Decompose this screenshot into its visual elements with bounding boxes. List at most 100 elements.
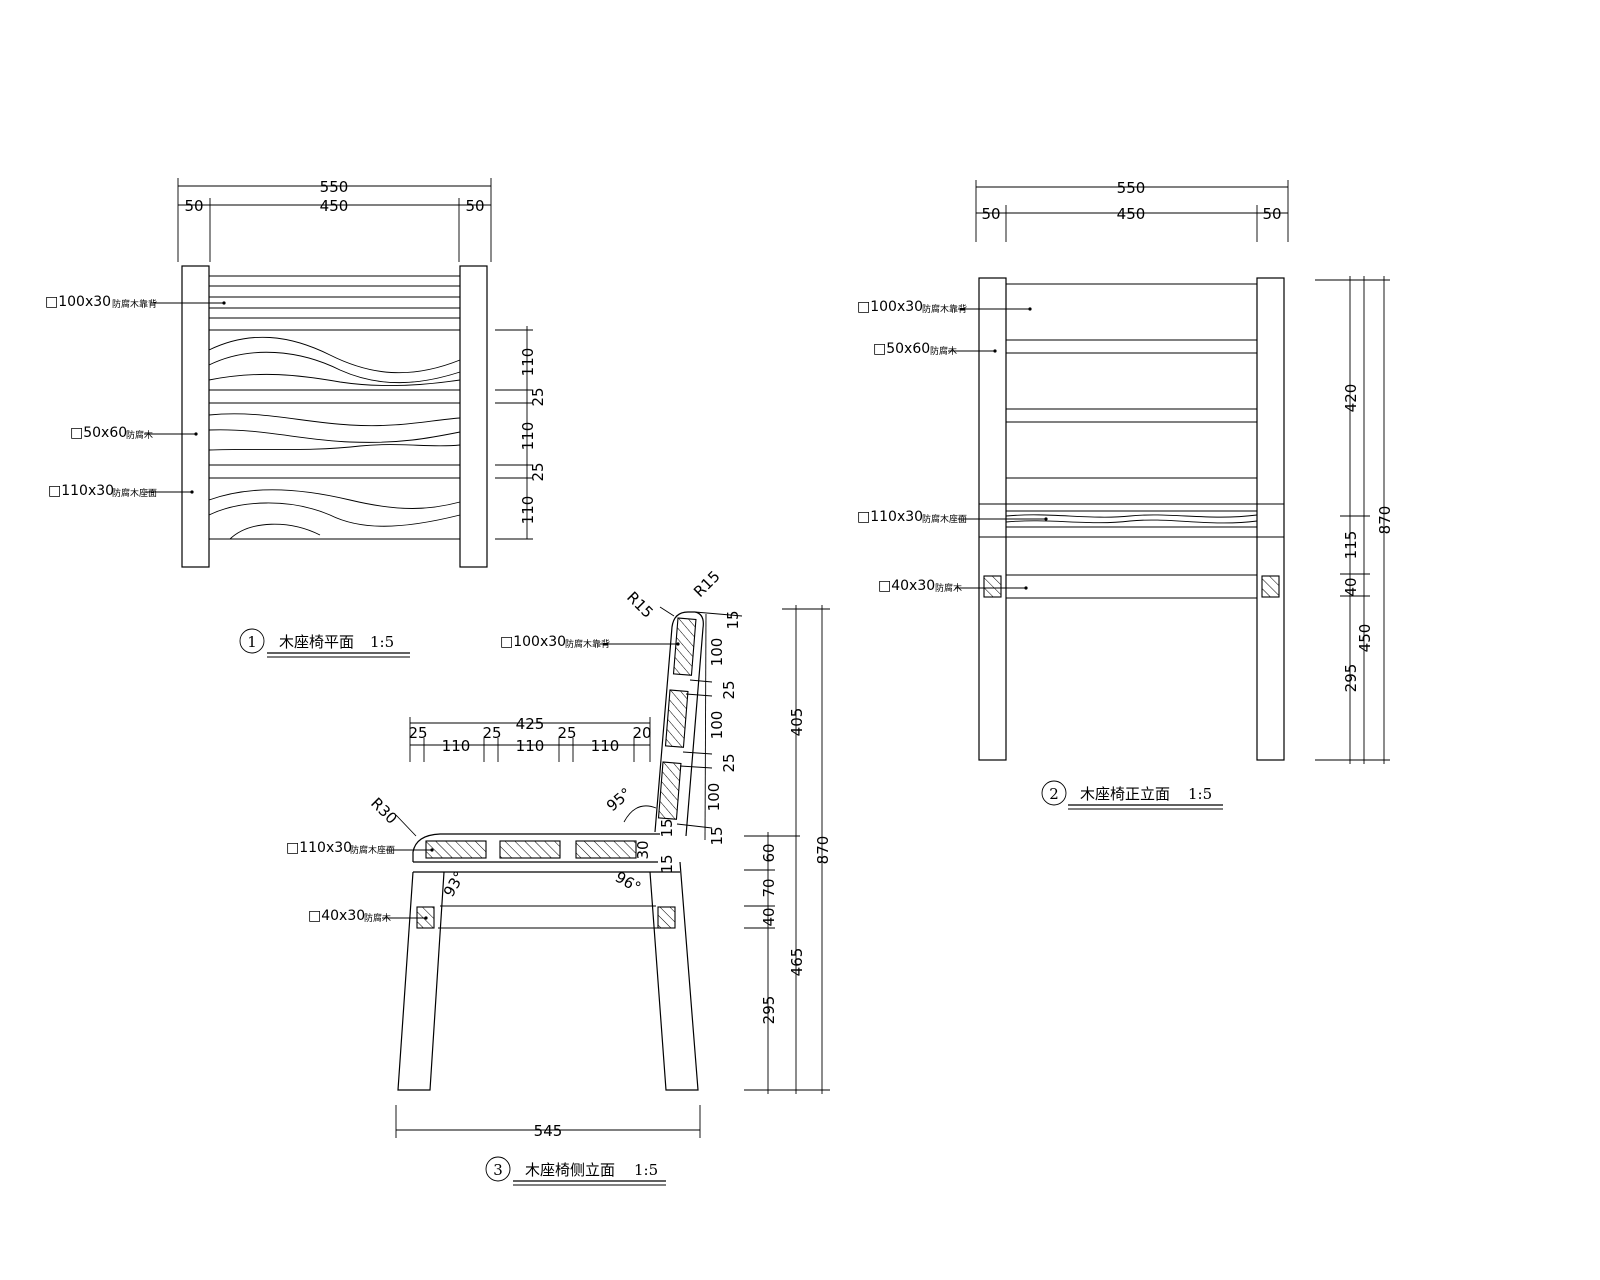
plan-top-dimensions: 550 50 450 50 [177,178,492,262]
plan-seat-slats [208,329,461,540]
plan-dim-r4: 25 [529,462,547,481]
plan-label-frame-sub: 防腐木 [126,429,153,441]
front-seat [979,503,1284,538]
side-small-30: 30 [634,840,652,859]
front-back-slats [1006,283,1257,479]
side-label-back-sub: 防腐木靠背 [565,638,610,650]
side-label-rail-main: □40x30 [308,908,365,924]
side-dim-b6: 100 [705,783,723,812]
side-dim-b1: 15 [724,610,742,629]
front-label-frame-sub: 防腐木 [930,345,957,357]
front-label-back-sub: 防腐木靠背 [922,303,967,315]
side-dim-465: 465 [788,948,806,977]
plan-title-scale: 1:5 [370,633,394,651]
plan-dim-mid: 450 [320,197,349,215]
plan-right-dimensions: 110 25 110 25 110 [495,326,547,540]
front-dim-450: 450 [1356,624,1374,653]
side-label-rail-sub: 防腐木 [364,912,391,924]
plan-dim-r3: 110 [519,422,537,451]
front-dim-420: 420 [1342,384,1360,413]
front-label-rail-sub: 防腐木 [935,582,962,594]
front-dim-left: 50 [981,205,1000,223]
plan-back-slats [209,275,460,319]
side-dim-40: 40 [760,907,778,926]
plan-dim-left: 50 [184,197,203,215]
plan-title: 1 木座椅平面 1:5 [239,628,410,658]
side-small-15a: 15 [658,818,676,837]
side-dim-b2: 100 [708,638,726,667]
plan-view: 550 50 450 50 [45,178,547,658]
plan-dim-r1: 110 [519,348,537,377]
side-rail-right [657,906,676,929]
side-dim-s6: 110 [591,737,620,755]
front-label-seat-sub: 防腐木座面 [922,513,967,525]
side-dim-545: 545 [534,1122,563,1140]
front-label-frame-main: □50x60 [873,341,930,357]
plan-label-seat-main: □110x30 [48,483,114,499]
side-dim-295: 295 [760,996,778,1025]
plan-dim-overall: 550 [320,178,349,196]
side-dim-405: 405 [788,708,806,737]
plan-label-back: □100x30 防腐木靠背 [45,294,226,310]
side-label-rail: □40x30 防腐木 [308,908,428,924]
plan-frame-right [459,265,488,568]
side-dim-425: 425 [516,715,545,733]
side-backrest [654,611,704,837]
side-title: 3 木座椅侧立面 1:5 [485,1156,666,1186]
plan-dim-r5: 110 [519,496,537,525]
front-label-rail-main: □40x30 [878,578,935,594]
plan-dim-r2: 25 [529,387,547,406]
side-dim-b7: 15 [708,826,726,845]
front-label-seat: □110x30 防腐木座面 [857,509,1048,525]
side-dim-b4: 100 [708,711,726,740]
front-dim-mid: 450 [1117,205,1146,223]
side-seat-slat-3 [575,840,637,859]
front-label-frame: □50x60 防腐木 [873,341,997,357]
side-seat-dimensions: 425 25 110 25 110 25 110 20 [408,715,652,762]
side-back-dimensions: 15 100 25 100 25 100 15 [676,610,743,846]
plan-dim-right: 50 [465,197,484,215]
side-dim-b3: 25 [720,680,738,699]
side-dim-s1: 25 [408,724,427,742]
side-radius-2: R15 [690,567,724,601]
front-right-dimensions: 420 115 40 295 450 870 [1315,276,1394,764]
side-radius-1: R15 [623,588,657,622]
side-title-text: 木座椅侧立面 [525,1161,615,1179]
side-seat [412,833,660,863]
side-radius-3: R30 [367,794,401,828]
plan-label-seat-sub: 防腐木座面 [112,487,157,499]
plan-label-seat: □110x30 防腐木座面 [48,483,194,499]
side-seat-slat-2 [499,840,561,859]
plan-label-frame: □50x60 防腐木 [70,425,198,441]
side-dim-s4: 110 [516,737,545,755]
front-title-scale: 1:5 [1188,785,1212,803]
side-dim-s7: 20 [632,724,651,742]
side-dim-870: 870 [814,836,832,865]
front-label-seat-main: □110x30 [857,509,923,525]
side-dim-s5: 25 [557,724,576,742]
side-right-dimensions: 60 70 40 295 405 465 870 [744,605,832,1094]
side-dim-60: 60 [760,843,778,862]
plan-frame-left [181,265,210,568]
side-dim-s3: 25 [482,724,501,742]
side-label-back-main: □100x30 [500,634,566,650]
side-angle-95: 95° [603,784,635,815]
side-dim-s2: 110 [442,737,471,755]
plan-title-text: 木座椅平面 [279,633,354,651]
side-view: 425 25 110 25 110 25 110 20 15 100 25 10… [286,567,832,1186]
side-dim-70: 70 [760,878,778,897]
side-bottom-dimension: 545 [395,1105,701,1140]
front-label-rail: □40x30 防腐木 [878,578,1028,594]
plan-label-back-main: □100x30 [45,294,111,310]
plan-title-number: 1 [247,633,257,651]
side-dim-b5: 25 [720,753,738,772]
front-view: 550 50 450 50 [857,179,1394,810]
plan-label-back-sub: 防腐木靠背 [112,298,157,310]
front-label-back-main: □100x30 [857,299,923,315]
front-label-back: □100x30 防腐木靠背 [857,299,1032,315]
plan-label-frame-main: □50x60 [70,425,127,441]
side-label-seat: □110x30 防腐木座面 [286,840,434,856]
front-dim-right: 50 [1262,205,1281,223]
front-title-number: 2 [1049,785,1059,803]
